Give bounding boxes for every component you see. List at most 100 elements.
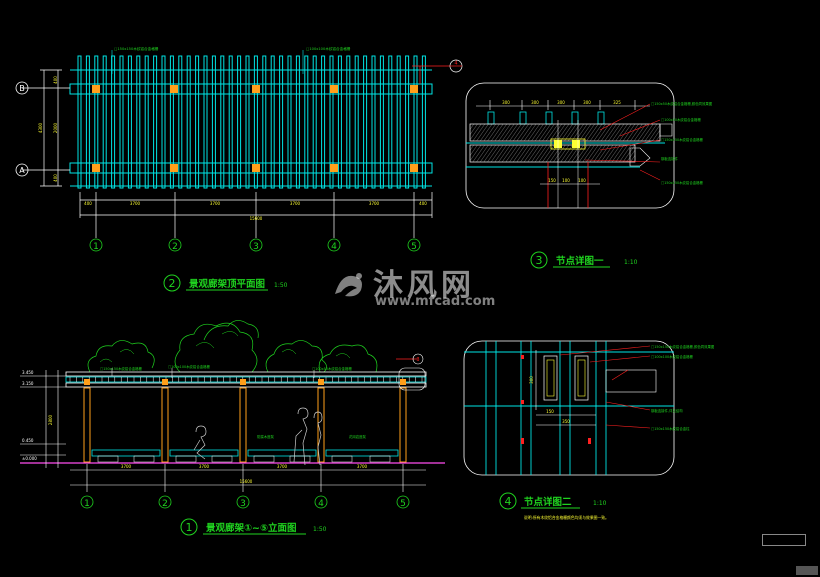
roof-slat xyxy=(119,55,124,189)
elevation: 3.450 3.150 2800 0.450 ±0.000 3700 3700 … xyxy=(20,320,445,509)
elev-axis-3: 3 xyxy=(240,499,246,509)
roof-slat xyxy=(253,55,258,189)
plan-note-2: □100x100木纹铝合金格栅 xyxy=(306,46,351,51)
detail1-dim-3: 300 xyxy=(557,100,565,105)
detail2-dim-2: 150 xyxy=(546,409,554,414)
detail1-note-4: 钢板连接件 xyxy=(661,156,679,161)
elevation-title-num: 1 xyxy=(186,521,193,534)
detail1-title-scale: 1:10 xyxy=(624,259,638,266)
plan-title-num: 2 xyxy=(169,277,176,290)
roof-slat xyxy=(127,55,132,189)
title-block-stamp xyxy=(762,534,806,546)
detail1-dim-5: 325 xyxy=(613,100,621,105)
detail2-note-1: □150x150木纹铝合金格栅,颜色同效果图 xyxy=(651,344,715,349)
elev-axis-4: 4 xyxy=(318,499,324,509)
roof-slat xyxy=(388,55,393,189)
elev-dim-1: 3700 xyxy=(121,464,132,469)
elev-callout-num: 3 xyxy=(416,357,419,363)
roof-slat xyxy=(354,55,359,189)
level-3: 2800 xyxy=(48,414,53,425)
roof-slat xyxy=(136,55,141,189)
detail2-title-text: 节点详图二 xyxy=(524,496,572,508)
roof-slat xyxy=(211,55,216,189)
roof-slat xyxy=(329,55,334,189)
roof-slat xyxy=(111,55,116,189)
detail2-note-2: □100x100木纹铝合金格栅 xyxy=(651,354,693,359)
level-4: 0.450 xyxy=(22,438,34,443)
level-5: ±0.000 xyxy=(22,456,37,461)
detail1-dim-b3: 100 xyxy=(578,178,586,183)
detail1-note-1: □150x50木纹铝合金格栅,颜色同效果图 xyxy=(651,101,713,106)
plan-axis-5: 5 xyxy=(411,242,417,252)
elev-axis-2: 2 xyxy=(162,499,168,509)
elev-callout-bubble xyxy=(412,353,424,365)
elevation-title-text: 景观廊架①~⑤立面图 xyxy=(205,522,297,534)
detail-2: 300 150 350 □150x150木纹铝合金格栅,颜色同效果图 □100x… xyxy=(463,340,715,476)
level-2: 3.150 xyxy=(22,381,34,386)
detail1-dim-4: 300 xyxy=(583,100,591,105)
roof-slat xyxy=(413,55,418,189)
plan-axis-4: 4 xyxy=(331,242,337,252)
row-label-b: B xyxy=(19,84,25,93)
elev-dim-total: 15600 xyxy=(240,479,253,484)
plan-dim-total: 15600 xyxy=(250,216,263,221)
elev-note-2: □100x100木纹铝合金格栅 xyxy=(168,364,210,369)
elev-note-4: 防腐木座凳 xyxy=(257,434,275,439)
elev-axis-5: 5 xyxy=(400,499,406,509)
elev-axis-1: 1 xyxy=(84,499,90,509)
roof-slat xyxy=(161,55,166,189)
detail1-title-text: 节点详图一 xyxy=(556,255,604,267)
plan-title-scale: 1:50 xyxy=(274,282,288,289)
roof-slat xyxy=(421,55,426,189)
detail2-title-num: 4 xyxy=(505,495,512,508)
left-dim-bottom: 400 xyxy=(53,174,58,182)
axis-bubble-a xyxy=(15,163,29,177)
detail1-note-2: □100x50木纹铝合金格栅 xyxy=(661,117,701,122)
elev-note-1: □150x150木纹铝合金格栅 xyxy=(100,366,142,371)
roof-slat xyxy=(346,55,351,189)
elev-dim-2: 3700 xyxy=(199,464,210,469)
watermark-brand: 沐风网 xyxy=(373,268,475,303)
roof-slat xyxy=(77,55,82,189)
plan-axis-3: 3 xyxy=(253,242,259,252)
roof-slat xyxy=(220,55,225,189)
detail2-title-scale: 1:10 xyxy=(593,500,607,507)
elev-note-5: 花岗岩座凳 xyxy=(349,434,367,439)
left-dim-top: 400 xyxy=(53,76,58,84)
left-dim-mid: 2000 xyxy=(53,122,58,133)
level-1: 3.450 xyxy=(22,370,34,375)
elev-note-3: □100x50木纹铝合金格栅 xyxy=(312,366,352,371)
row-label-a: A xyxy=(19,166,25,175)
roof-slat xyxy=(178,55,183,189)
plan-axis-1: 1 xyxy=(93,242,99,252)
detail1-dim-b1: 150 xyxy=(548,178,556,183)
detail-1: 300 300 300 300 325 xyxy=(465,82,713,209)
detail2-note-3: 钢板连接件,详见结构 xyxy=(651,408,683,413)
plan-note-1: □150x150木纹铝合金格栅 xyxy=(114,46,159,51)
elevation-title: 1 景观廊架①~⑤立面图 1:50 xyxy=(180,518,327,536)
plan-dim-4: 3700 xyxy=(290,201,301,206)
plan-dim-6: 400 xyxy=(419,201,427,206)
roof-slat xyxy=(270,55,275,189)
detail2-dim-3: 350 xyxy=(562,419,570,424)
watermark-logo-icon xyxy=(335,273,362,297)
roof-slat xyxy=(304,55,309,189)
roof-plan: B A 400 2000 400 4300 400 3700 3700 3700… xyxy=(15,46,463,252)
detail1-dim-2: 300 xyxy=(531,100,539,105)
roof-slat xyxy=(169,55,174,189)
roof-slat xyxy=(102,55,107,189)
plan-dim-2: 3700 xyxy=(130,201,141,206)
plan-title-text: 景观廊架顶平面图 xyxy=(188,278,265,290)
detail1-dim-1: 300 xyxy=(502,100,510,105)
elev-dim-3: 3700 xyxy=(277,464,288,469)
roof-slat xyxy=(195,55,200,189)
roof-slat xyxy=(85,55,90,189)
detail1-dim-b2: 100 xyxy=(562,178,570,183)
plan-dim-1: 400 xyxy=(84,201,92,206)
plan-dim-5: 3700 xyxy=(369,201,380,206)
plan-axis-2: 2 xyxy=(172,242,178,252)
plan-dim-3: 3700 xyxy=(210,201,221,206)
watermark-url: www.mfcad.com xyxy=(375,294,496,309)
roof-slat xyxy=(287,55,292,189)
roof-slat xyxy=(262,55,267,189)
